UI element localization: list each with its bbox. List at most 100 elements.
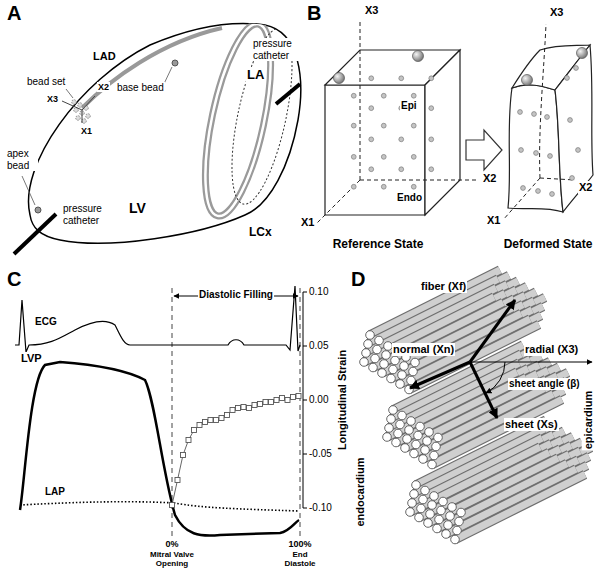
bead — [411, 184, 416, 189]
bead-set — [86, 114, 91, 119]
fiber-end — [423, 437, 432, 446]
bead — [429, 137, 434, 142]
bead — [565, 76, 570, 81]
artery-label: LCx — [248, 226, 273, 240]
fiber-end — [366, 331, 375, 340]
strain-marker — [274, 398, 279, 403]
cube-face — [425, 50, 460, 215]
fiber-end — [391, 356, 400, 365]
fiber-end — [373, 345, 382, 354]
cube-face — [508, 85, 563, 212]
event-label: 100% — [287, 539, 312, 549]
axis-label: X1 — [486, 214, 501, 227]
cube-face — [555, 45, 593, 212]
bead — [550, 192, 555, 197]
fiber-sheet — [406, 420, 591, 544]
bead — [351, 184, 356, 189]
catheter-label: pressure catheter — [252, 38, 302, 61]
wall-label: endocardium — [354, 456, 367, 527]
bead-axes — [82, 96, 95, 110]
bead — [519, 148, 524, 153]
interval-label: Diastolic Filling — [198, 289, 274, 301]
trace-label: LAP — [44, 486, 66, 498]
fiber-end — [457, 508, 466, 517]
state-label: Deformed State — [503, 238, 594, 252]
axis-line — [503, 24, 575, 220]
strain-marker — [252, 403, 257, 408]
fiber-end — [419, 495, 428, 504]
fiber-end — [455, 517, 464, 526]
fiber-end — [451, 535, 460, 544]
bead — [369, 106, 374, 111]
bead — [381, 184, 386, 189]
leader-line — [66, 89, 73, 98]
av-groove — [192, 19, 304, 222]
fiber-end — [412, 440, 421, 449]
fiber-end — [384, 342, 393, 351]
fiber-end — [416, 422, 425, 431]
panel-letter: D — [350, 268, 366, 291]
fiber-end — [408, 499, 417, 508]
fiber-end — [439, 497, 448, 506]
fiber-end — [428, 501, 437, 510]
surface-bead — [522, 75, 533, 86]
fiber-end — [426, 510, 435, 519]
bead — [369, 167, 374, 172]
axis-label: X1 — [80, 126, 93, 136]
event-label: End Diastole — [279, 550, 321, 568]
fiber-end — [364, 340, 373, 349]
bead — [399, 167, 404, 172]
event-label: 0% — [164, 539, 179, 549]
surface-bead — [577, 48, 588, 59]
strain-marker — [197, 423, 202, 428]
fiber-end — [371, 354, 380, 363]
fiber-end — [383, 433, 392, 442]
fiber-end — [424, 519, 433, 528]
strain-series — [170, 394, 302, 508]
bead — [411, 93, 416, 98]
bead-axes — [62, 96, 95, 123]
axis-title: Longitudinal Strain — [336, 349, 349, 451]
bead — [568, 118, 573, 123]
strain-marker — [175, 478, 180, 483]
axis-line — [360, 180, 478, 181]
state-label: Reference State — [332, 238, 425, 252]
fiber-end — [415, 513, 424, 522]
direction-label: normal (Xn) — [392, 343, 455, 356]
strain-line — [172, 396, 299, 505]
strain-marker — [247, 406, 252, 411]
fiber-end — [369, 363, 378, 372]
catheter-label: pressure catheter — [62, 203, 112, 226]
fiber-end — [437, 506, 446, 515]
fiber-end — [398, 411, 407, 420]
fiber-end — [392, 438, 401, 447]
bead — [411, 154, 416, 159]
bead — [429, 106, 434, 111]
strain-axis — [303, 400, 307, 401]
bead — [381, 154, 386, 159]
bead — [534, 151, 539, 156]
fiber-arrow — [470, 300, 515, 362]
axis-line — [316, 20, 478, 224]
bead — [351, 154, 356, 159]
deform-arrow — [466, 130, 502, 170]
anatomy-label: LV — [128, 200, 147, 216]
strain-axis — [303, 454, 307, 455]
tick-label: 0.10 — [308, 286, 329, 298]
fiber-end — [407, 376, 416, 385]
fiber-end — [385, 424, 394, 433]
fiber-end — [446, 512, 455, 521]
bead-label: apex bead — [6, 148, 38, 171]
bead — [536, 189, 541, 194]
bead — [351, 123, 356, 128]
fiber-end — [432, 442, 441, 451]
strain-marker — [192, 428, 197, 433]
fiber-end — [421, 486, 430, 495]
bead-set — [78, 103, 83, 108]
bead — [369, 76, 374, 81]
fiber-end — [430, 492, 439, 501]
pressure-catheter — [14, 214, 56, 254]
bead-label: bead set — [26, 76, 66, 88]
fiber-end — [444, 521, 453, 530]
